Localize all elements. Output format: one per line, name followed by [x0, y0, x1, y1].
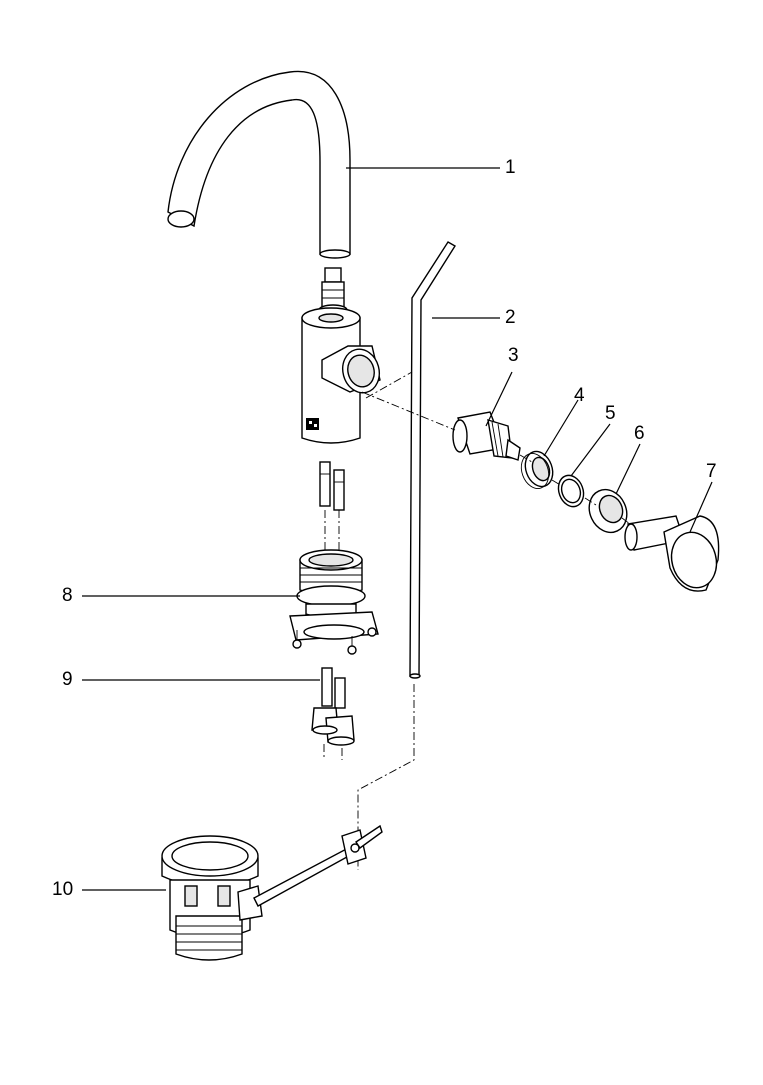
callout-label-4: 4 [574, 385, 585, 406]
callout-label-1: 1 [505, 157, 516, 178]
part-4-nut [520, 450, 554, 489]
part-6-escutcheon [588, 488, 628, 534]
part-8-mounting-set [289, 549, 379, 655]
mixer-body [301, 307, 381, 444]
supply-hoses-upper [319, 461, 345, 550]
callout-label-2: 2 [505, 307, 516, 328]
part-7-handle [624, 515, 720, 592]
part-9-hoses [311, 667, 355, 760]
part-3-cartridge [452, 411, 521, 461]
callout-label-9: 9 [62, 669, 73, 690]
part-1-spout [167, 70, 351, 259]
callout-label-7: 7 [706, 461, 717, 482]
callout-label-8: 8 [62, 585, 73, 606]
callout-label-5: 5 [605, 403, 616, 424]
callout-label-6: 6 [634, 423, 645, 444]
part-10-waste [161, 824, 383, 961]
part-5-o-ring [557, 474, 585, 508]
part-2-lift-rod [409, 241, 456, 679]
callout-label-10: 10 [52, 879, 74, 900]
leader-lines [82, 167, 713, 891]
callout-label-3: 3 [508, 345, 519, 366]
